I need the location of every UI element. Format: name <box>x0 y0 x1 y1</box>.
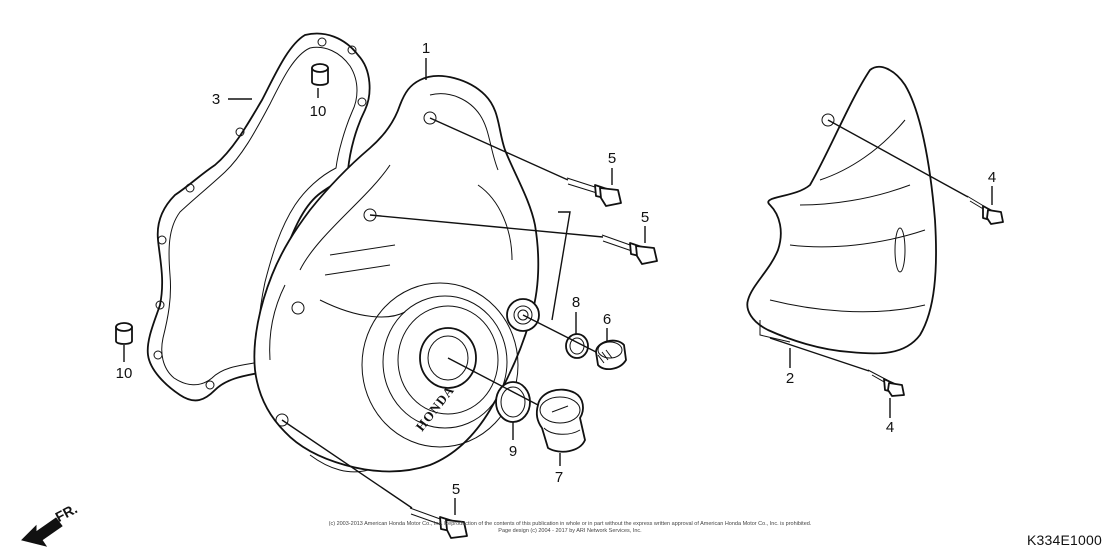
o-ring-large <box>495 381 531 423</box>
copyright-line-1: (c) 2003-2013 American Honda Motor Co., … <box>328 521 812 527</box>
leader-lines <box>123 58 993 515</box>
sprocket-cover <box>746 65 937 355</box>
callout-4-lower: 4 <box>886 419 894 436</box>
callout-10-lower: 10 <box>116 365 133 382</box>
callout-5-lower: 5 <box>452 481 460 498</box>
callout-3: 3 <box>212 91 220 108</box>
callout-4-upper: 4 <box>988 169 996 186</box>
bolt-4-upper <box>966 195 1004 225</box>
copyright-line-2: Page design (c) 2004 - 2017 by ARI Netwo… <box>498 528 642 534</box>
bolt-5-middle <box>601 234 658 265</box>
bolt-4-lower <box>867 369 905 397</box>
callout-9: 9 <box>509 443 517 460</box>
callout-labels: 1 2 3 4 4 5 5 5 6 7 8 9 10 10 <box>116 40 997 498</box>
dowel-pin-lower <box>115 322 133 345</box>
front-direction-indicator: FR. <box>21 500 80 547</box>
dowel-pin-upper <box>311 63 329 86</box>
copyright-notice: (c) 2003-2013 American Honda Motor Co., … <box>300 521 840 535</box>
callout-5-upper: 5 <box>608 150 616 167</box>
bolt-5-lower <box>409 507 468 539</box>
callout-1: 1 <box>422 40 430 57</box>
arrow-icon <box>21 517 63 547</box>
callout-5-middle: 5 <box>641 209 649 226</box>
bolt-5-upper <box>566 177 622 207</box>
callout-10-upper: 10 <box>310 103 327 120</box>
callout-2: 2 <box>786 370 794 387</box>
crankshaft-hole-cap <box>535 388 586 453</box>
reference-code: K334E1000 <box>1027 532 1102 548</box>
callout-8: 8 <box>572 294 580 311</box>
callout-6: 6 <box>603 311 611 328</box>
gasket-part <box>146 32 371 402</box>
timing-hole-cap <box>595 339 627 371</box>
callout-7: 7 <box>555 469 563 486</box>
